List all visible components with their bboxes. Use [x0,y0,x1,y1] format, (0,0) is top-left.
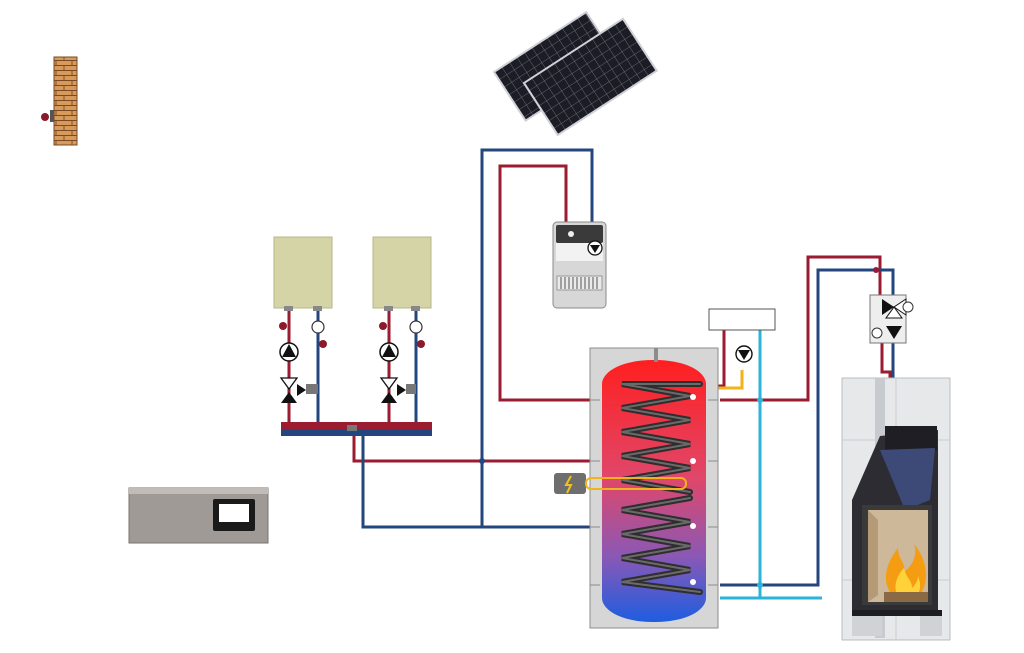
fresh-water-station [708,308,776,363]
thermometer-icon [409,320,423,334]
pipe-junction [479,458,485,464]
three-way-valve-icon [379,377,416,403]
tank-sensor [690,523,696,529]
cold-water-pipe [758,330,822,600]
tank-sensor [690,579,696,585]
outdoor-sensor-mount [50,110,54,122]
outdoor-sensor-icon [41,113,49,121]
radiator-panel [372,236,432,309]
wood-stove [841,377,951,641]
pipe-junction [757,582,763,588]
thermometer-icon [902,301,914,313]
tank-sensor [690,394,696,400]
brick-wall-icon [53,56,78,146]
thermometer-icon [871,327,883,339]
tank-sensor [690,458,696,464]
return-valve-icon [319,340,327,348]
three-way-valve-icon [882,298,907,319]
solar-return-pipe [480,148,594,527]
pump-icon [279,342,299,362]
heat-exchanger-fins [556,275,603,291]
thermometer-icon [311,320,325,334]
radiator-1 [273,236,333,403]
pump-icon [587,240,603,256]
heating-supply-pipe [352,432,600,463]
solar-panel-icon [522,17,659,137]
flame-icon [885,544,926,598]
electric-heater-icon [554,473,687,494]
stove-mixing-group [869,294,914,344]
pump-icon [379,342,399,362]
distribution-manifold [281,422,432,436]
solar-supply-pipe [498,164,600,402]
pump-icon [735,345,753,363]
solar-pump-station [552,221,607,309]
stove-return-pipe [720,268,895,587]
pipe-junction [757,397,763,403]
radiator-2 [372,236,432,403]
radiator-panel [273,236,333,309]
pipe-junction [873,267,879,273]
solar-collectors [492,10,659,137]
pipe-network [287,148,895,600]
three-way-valve-icon [279,377,318,403]
thermostatic-valve-icon [379,322,387,330]
pump-icon [886,326,902,339]
return-valve-icon [417,340,425,348]
heating-return-pipe [361,432,600,529]
outdoor-wall [41,56,78,146]
buffer-storage-tank [554,347,719,629]
thermostatic-valve-icon [279,322,287,330]
system-controller [128,487,269,544]
